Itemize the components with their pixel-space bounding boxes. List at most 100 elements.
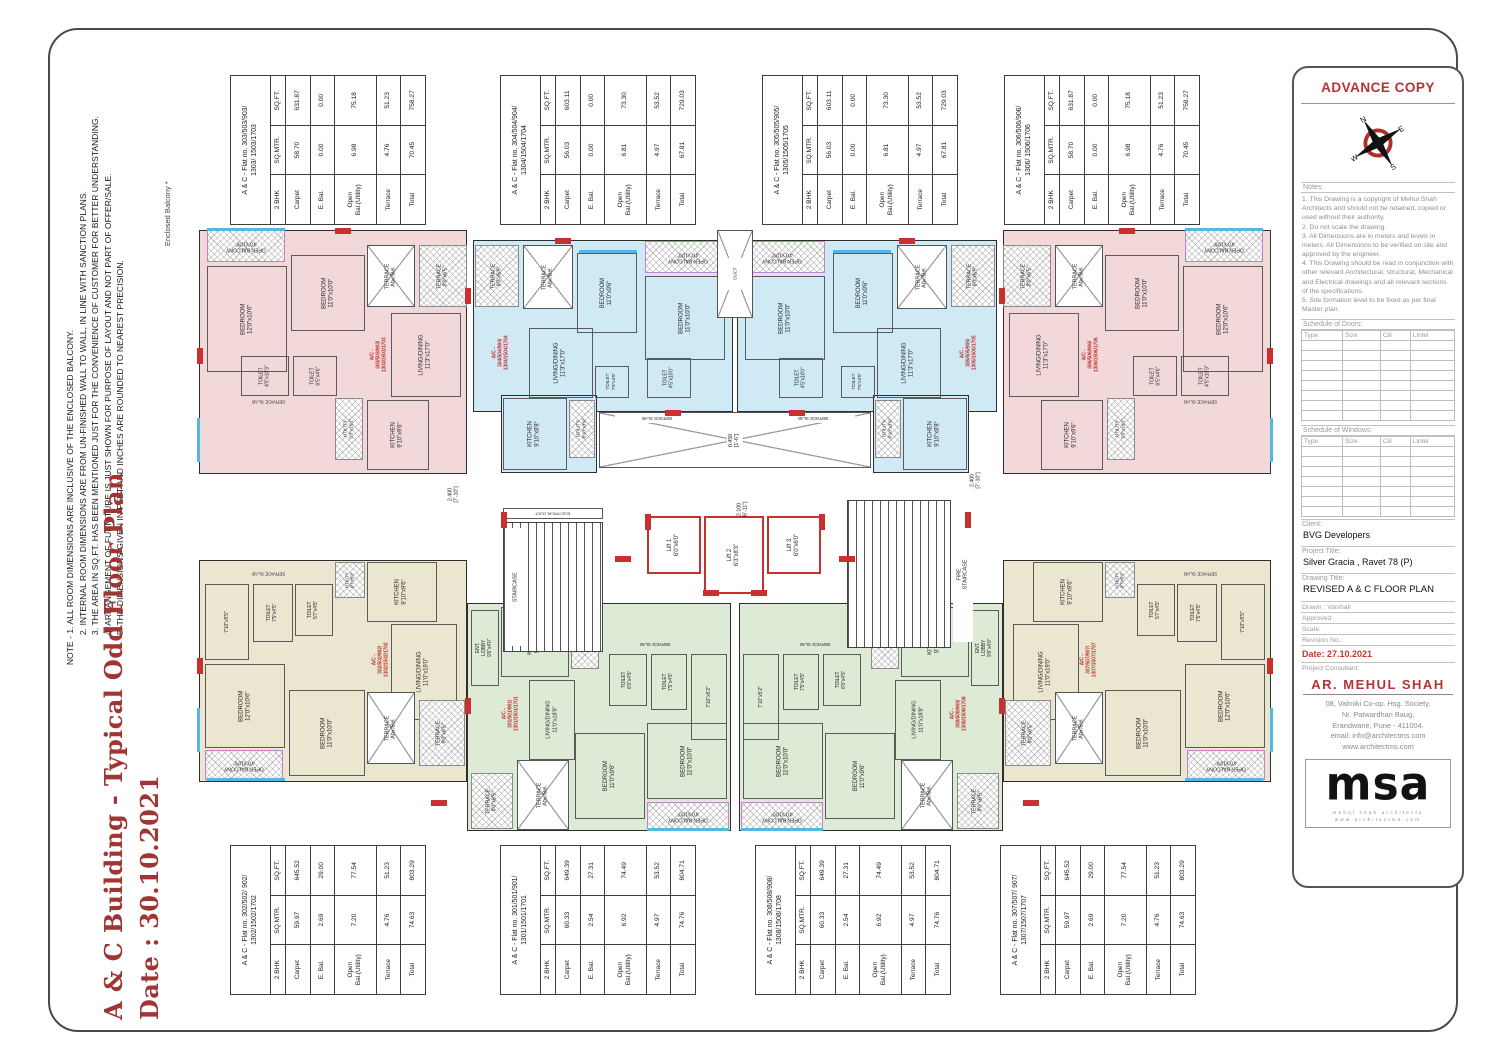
column-marker	[197, 658, 203, 674]
schedule-cell	[1301, 486, 1343, 498]
row-label: E. Bal.	[1084, 174, 1109, 225]
service-slab-label: SERVICE SLAB	[619, 640, 691, 650]
room-label: OPEN BALCONY 4'0"x10'6"	[1204, 240, 1244, 253]
room-label: BEDROOM 11'0"x10'0"	[319, 717, 334, 749]
service-slab-label: SERVICE SLAB	[771, 414, 855, 423]
room-kitchen: KITCHEN 9'10"x9'6"	[367, 400, 429, 470]
column-header: SQ.FT.	[270, 75, 286, 126]
lift-1: Lift 1 6'0"x6'0"	[647, 516, 701, 574]
notes-label: Notes:	[1301, 182, 1455, 193]
area-value: 59.97	[1055, 895, 1081, 945]
column-header: SQ.FT.	[1044, 75, 1060, 126]
room-living-dining: LIVING/DINING 11'3"x17'0"	[1009, 313, 1079, 397]
room-label: BEDROOM 11'0"x10'0"	[1134, 277, 1149, 309]
terrace-above-below: TERRACE Abv./Bel.	[1055, 245, 1103, 307]
row-label: Open Bal.(Utility)	[334, 944, 377, 995]
row-label: Carpet	[817, 174, 843, 225]
area-value: 0.00	[310, 125, 335, 175]
area-value: 4.97	[646, 125, 671, 175]
msa-logo-site: www.architectms.com	[1334, 816, 1422, 822]
column-header: SQ.MTR.	[802, 125, 818, 175]
column-header: SQ.MTR.	[270, 125, 286, 175]
room-label: A/C - 304/504/904/ 1304/1504/1704	[491, 335, 509, 371]
area-value: 4.76	[376, 125, 401, 175]
room-toilet: TOILET 6'5"x4'6"	[293, 356, 337, 396]
terrace: TERRACE 8'0"x6'5"	[419, 245, 467, 307]
schedule-cell	[1409, 476, 1456, 488]
room-dress: 7'10"x5'5"	[205, 584, 249, 660]
room-label: TERRACE 8'0"x6'9"	[485, 788, 498, 814]
schedule-cell	[1341, 496, 1381, 508]
area-value: 758.27	[1174, 75, 1200, 126]
room-bedroom: BEDROOM 11'0"x9'6"	[833, 253, 893, 333]
open-balcony: OPEN BALCONY 4'0"x10'6"	[205, 750, 283, 780]
area-value: 74.49	[859, 845, 902, 896]
service-slab-label: SERVICE SLAB	[207, 568, 331, 578]
room-bedroom: BEDROOM 11'0"x9'6"	[825, 733, 895, 819]
room-utility: UTILITY 8'10"x3'9"	[569, 400, 595, 458]
area-value: 0.00	[1084, 125, 1109, 175]
area-value: 7.20	[334, 895, 377, 945]
room-label: LIVING/DINING 11'0"x18'8"	[545, 700, 558, 740]
row-label: Terrace	[901, 944, 926, 995]
row-label: Total	[670, 174, 696, 225]
room-label: A/C - 305/505/905/ 1305/1505/1705	[959, 335, 977, 371]
terrace-above-below: TERRACE Abv./Bel.	[517, 760, 569, 830]
area-value: 51.23	[376, 845, 401, 896]
row-label: E. Bal.	[580, 174, 605, 225]
area-value: 4.97	[908, 125, 933, 175]
column-marker	[665, 410, 681, 416]
room-dress: 7'10"x5'5"	[1221, 584, 1265, 660]
area-value: 729.03	[932, 75, 958, 126]
schedule-cell	[1301, 496, 1343, 508]
room-label: 7'10"x5'2"	[705, 686, 712, 708]
area-value: 4.97	[901, 895, 926, 945]
column-header: 2 BHK	[1040, 944, 1056, 995]
room-label: OPEN BALCONY 4'0"x10'0"	[762, 810, 802, 823]
room-label: TERRACE Abv./Bel.	[536, 782, 549, 808]
general-note-line: 2. INTERNAL ROOM DIMENSIONS ARE FROM UN-…	[77, 190, 88, 635]
area-value: 803.29	[1170, 845, 1196, 896]
row-label: Carpet	[285, 944, 311, 995]
area-value: 58.70	[285, 125, 311, 175]
room-living-dining: LIVING/DINING 11'3"x17'0"	[391, 313, 461, 397]
address-line: Nr. Patwardhan Baug,	[1341, 709, 1415, 719]
room-toilet: TOILET 4'5"x10'3"	[1181, 356, 1229, 396]
room-label: BEDROOM 12'0"x10'6"	[1215, 303, 1230, 335]
ac-flat-label: A/C - 308/508/908/ 1308/1508/1708	[949, 683, 967, 745]
room-utility: UTILITY 5'3"x10'1"	[335, 398, 363, 460]
area-value: 645.52	[1055, 845, 1081, 896]
area-value: 73.30	[604, 75, 647, 126]
terrace: TERRACE 8'0"x6'9"	[951, 245, 995, 307]
row-label: Total	[925, 944, 951, 995]
row-label: Carpet	[1059, 174, 1085, 225]
room-bedroom: BEDROOM 12'0"x10'6"	[207, 266, 287, 372]
window-marker	[1185, 778, 1263, 781]
room-label: BEDROOM 11'0"x10'0"	[1135, 717, 1150, 749]
schedule-cell	[1409, 400, 1456, 412]
room-label: TERRACE Abv./Bel.	[541, 264, 554, 290]
open-balcony: OPEN BALCONY 4'0"x10'6"	[1185, 230, 1263, 262]
room-bedroom: BEDROOM 11'0"x10'0"	[1105, 255, 1179, 331]
schedule-cell	[1379, 350, 1411, 362]
area-table-308: A & C - Flat no. 308/508/908/ 1308/1508/…	[755, 845, 951, 995]
terrace: TERRACE 8'0"x6'9"	[471, 773, 513, 829]
area-value: 53.52	[646, 75, 671, 126]
room-label: SERVICE SLAB	[641, 416, 673, 422]
room-label: UTILITY 5'3"x10'1"	[1115, 419, 1126, 439]
area-statement-table: A & C - Flat no. 304/504/904/ 1304/1504/…	[500, 75, 696, 225]
area-statement-table: A & C - Flat no. 302/502/ 902/ 1302/1502…	[230, 845, 426, 995]
column-marker	[431, 800, 447, 806]
area-table-304: A & C - Flat no. 304/504/904/ 1304/1504/…	[500, 75, 696, 225]
room-bedroom: BEDROOM 11'0"x10'0"	[645, 276, 725, 360]
row-label: Open Bal.(Utility)	[334, 174, 377, 225]
row-label: Open Bal.(Utility)	[604, 944, 647, 995]
room-label: TOILET 4'5"x10'3"	[258, 365, 271, 387]
room-bedroom: BEDROOM 11'0"x10'0"	[743, 723, 823, 799]
room-label: 7'10"x5'5"	[223, 611, 230, 633]
area-table-301: A & C - Flat no. 301/501/901/ 1301/1501/…	[500, 845, 696, 995]
row-label: Carpet	[810, 944, 836, 995]
room-label: TERRACE 8'0"x6'5"	[436, 263, 449, 289]
area-value: 53.52	[901, 845, 926, 896]
